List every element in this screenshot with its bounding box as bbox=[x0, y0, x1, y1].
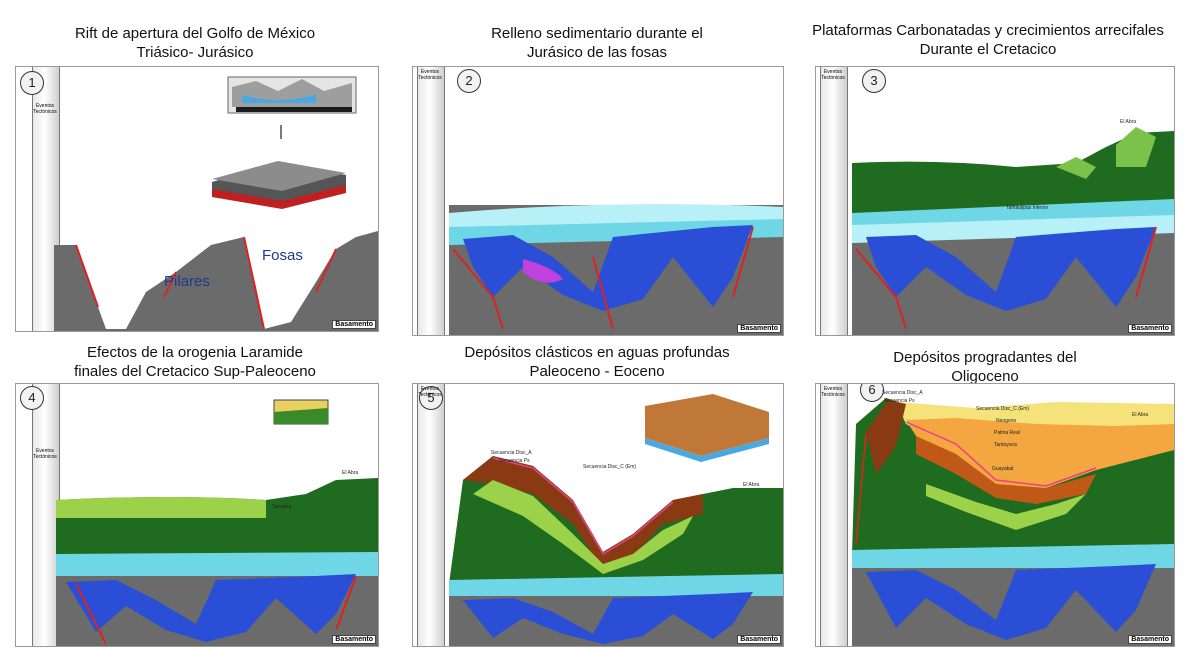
stratigraphic-column bbox=[417, 384, 445, 646]
panel-5: 5 Eventos Tectónicos El Abra Secuencia D… bbox=[412, 383, 784, 647]
sequence-a-label: Secuencia Disc_A bbox=[491, 450, 532, 456]
stratigraphic-column bbox=[417, 67, 445, 335]
reef-label: El Abra bbox=[342, 470, 359, 476]
basement-label: Basamento bbox=[1128, 324, 1172, 333]
events-label: Eventos Tectónicos bbox=[821, 69, 845, 81]
palma-real-label: Palma Real bbox=[994, 430, 1020, 436]
events-label: Eventos Tectónicos bbox=[418, 386, 442, 398]
stratigraphic-column bbox=[820, 384, 848, 646]
carbonate-platform-cross-section bbox=[852, 127, 1174, 335]
sequence-a-label: Secuencia Disc_A bbox=[882, 390, 923, 396]
reef-label: El Abra bbox=[743, 482, 760, 488]
panel-2: 2 Eventos Tectónicos Basamento bbox=[412, 66, 784, 336]
reef-label: El Abra bbox=[1132, 412, 1149, 418]
reef-label: El Abra bbox=[1120, 119, 1137, 125]
sequence-c-label: Secuencia Disc_C (Em) bbox=[976, 406, 1030, 412]
oligocene-progradation-cross-section bbox=[852, 398, 1174, 646]
basement-label: Basamento bbox=[1128, 635, 1172, 644]
sequence-ps-label: Secuencia Ps bbox=[884, 398, 915, 404]
sequence-ps-label: Secuencia Ps bbox=[499, 458, 530, 464]
panel-number-badge: 2 bbox=[457, 69, 481, 93]
graben-label: Fosas bbox=[262, 247, 303, 264]
panel-number-badge: 4 bbox=[20, 386, 44, 410]
panel-number-badge: 6 bbox=[860, 384, 884, 402]
panel-6: 6 Eventos Tectónicos El Abra Secuencia D… bbox=[815, 383, 1175, 647]
basement-label: Basamento bbox=[332, 635, 376, 644]
basement-label: Basamento bbox=[332, 320, 376, 329]
graben-fill-cross-section bbox=[449, 204, 783, 335]
panel-3-title: Plataformas Carbonatadas y crecimientos … bbox=[812, 22, 1164, 58]
events-label: Eventos Tectónicos bbox=[33, 103, 57, 115]
panel-number-badge: 5 bbox=[419, 386, 443, 410]
panel-number-badge: 1 bbox=[20, 71, 44, 95]
events-label: Eventos Tectónicos bbox=[821, 386, 845, 398]
events-label: Eventos Tectónicos bbox=[418, 69, 442, 81]
stratigraphic-column bbox=[820, 67, 848, 335]
panel-1: 1 Eventos Tectónicos Pilares Fosas Basam… bbox=[15, 66, 379, 332]
guayabal-label: Guayabal bbox=[992, 466, 1014, 472]
basement-label: Basamento bbox=[737, 635, 781, 644]
deepwater-clastics-cross-section bbox=[449, 394, 783, 646]
rift-cross-section bbox=[54, 76, 378, 331]
panel-4: 4 Eventos Tectónicos El Abra Tamabra Bas… bbox=[15, 383, 379, 647]
stratigraphic-column bbox=[32, 67, 60, 331]
tantoyuca-label: Tantoyuca bbox=[994, 442, 1017, 448]
laramide-cross-section bbox=[56, 399, 378, 646]
events-label: Eventos Tectónicos bbox=[33, 448, 57, 460]
panel-number-badge: 3 bbox=[862, 69, 886, 93]
tamabra-label: Tamabra bbox=[272, 504, 292, 510]
sequence-c-label: Secuencia Disc_C (Em) bbox=[583, 464, 637, 470]
neogene-label: Neogeno bbox=[996, 418, 1017, 424]
pillars-label: Pilares bbox=[164, 273, 210, 290]
panel-3: 3 Eventos Tectónicos El Abra Tamaulipas … bbox=[815, 66, 1175, 336]
formation-label: Tamaulipas Inferior bbox=[1006, 205, 1049, 211]
basement-label: Basamento bbox=[737, 324, 781, 333]
